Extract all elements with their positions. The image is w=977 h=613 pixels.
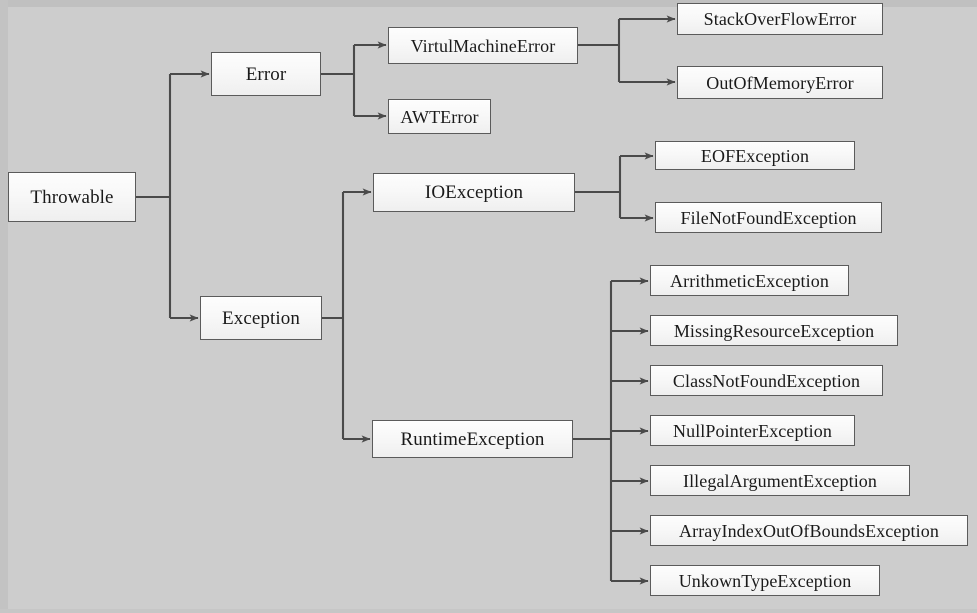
node-label: StackOverFlowError bbox=[703, 9, 857, 29]
node-outofmemoryerror: OutOfMemoryError bbox=[677, 66, 883, 99]
node-label: UnkownTypeException bbox=[678, 570, 852, 591]
node-label: ArrayIndexOutOfBoundsException bbox=[679, 520, 939, 541]
node-error: Error bbox=[211, 52, 321, 96]
node-label: NullPointerException bbox=[673, 420, 832, 441]
node-label: Error bbox=[245, 63, 287, 85]
node-arrayindexoutofboundsexception: ArrayIndexOutOfBoundsException bbox=[650, 515, 968, 546]
node-arrithmeticexception: ArrithmeticException bbox=[650, 265, 849, 296]
node-label: Throwable bbox=[30, 186, 114, 208]
node-exception: Exception bbox=[200, 296, 322, 340]
node-ioexception: IOException bbox=[373, 173, 575, 212]
node-label: ArrithmeticException bbox=[670, 270, 829, 291]
bottom-edge-strip bbox=[0, 609, 977, 613]
node-virtulmachineerror: VirtulMachineError bbox=[388, 27, 578, 64]
node-missingresourceexception: MissingResourceException bbox=[650, 315, 898, 346]
node-runtimeexception: RuntimeException bbox=[372, 420, 573, 458]
node-label: EOFException bbox=[700, 145, 810, 166]
node-label: MissingResourceException bbox=[673, 320, 875, 341]
node-label: VirtulMachineError bbox=[410, 35, 556, 56]
node-label: IllegalArgumentException bbox=[682, 470, 877, 491]
node-label: Exception bbox=[222, 307, 300, 329]
top-edge-strip bbox=[0, 0, 977, 7]
node-label: AWTError bbox=[400, 106, 479, 127]
node-label: FileNotFoundException bbox=[680, 207, 857, 228]
node-label: IOException bbox=[424, 182, 524, 203]
node-unkowntypeexception: UnkownTypeException bbox=[650, 565, 880, 596]
node-label: ClassNotFoundException bbox=[672, 370, 861, 391]
node-classnotfoundexception: ClassNotFoundException bbox=[650, 365, 883, 396]
node-label: RuntimeException bbox=[400, 428, 545, 450]
node-awterror: AWTError bbox=[388, 99, 491, 134]
node-nullpointerexception: NullPointerException bbox=[650, 415, 855, 446]
node-filenotfoundexception: FileNotFoundException bbox=[655, 202, 882, 233]
left-edge-strip bbox=[0, 0, 8, 613]
node-label: OutOfMemoryError bbox=[706, 72, 854, 93]
node-stackoverflowerror: StackOverFlowError bbox=[677, 3, 883, 35]
node-eofexception: EOFException bbox=[655, 141, 855, 170]
node-illegalargumentexception: IllegalArgumentException bbox=[650, 465, 910, 496]
node-throwable: Throwable bbox=[8, 172, 136, 222]
